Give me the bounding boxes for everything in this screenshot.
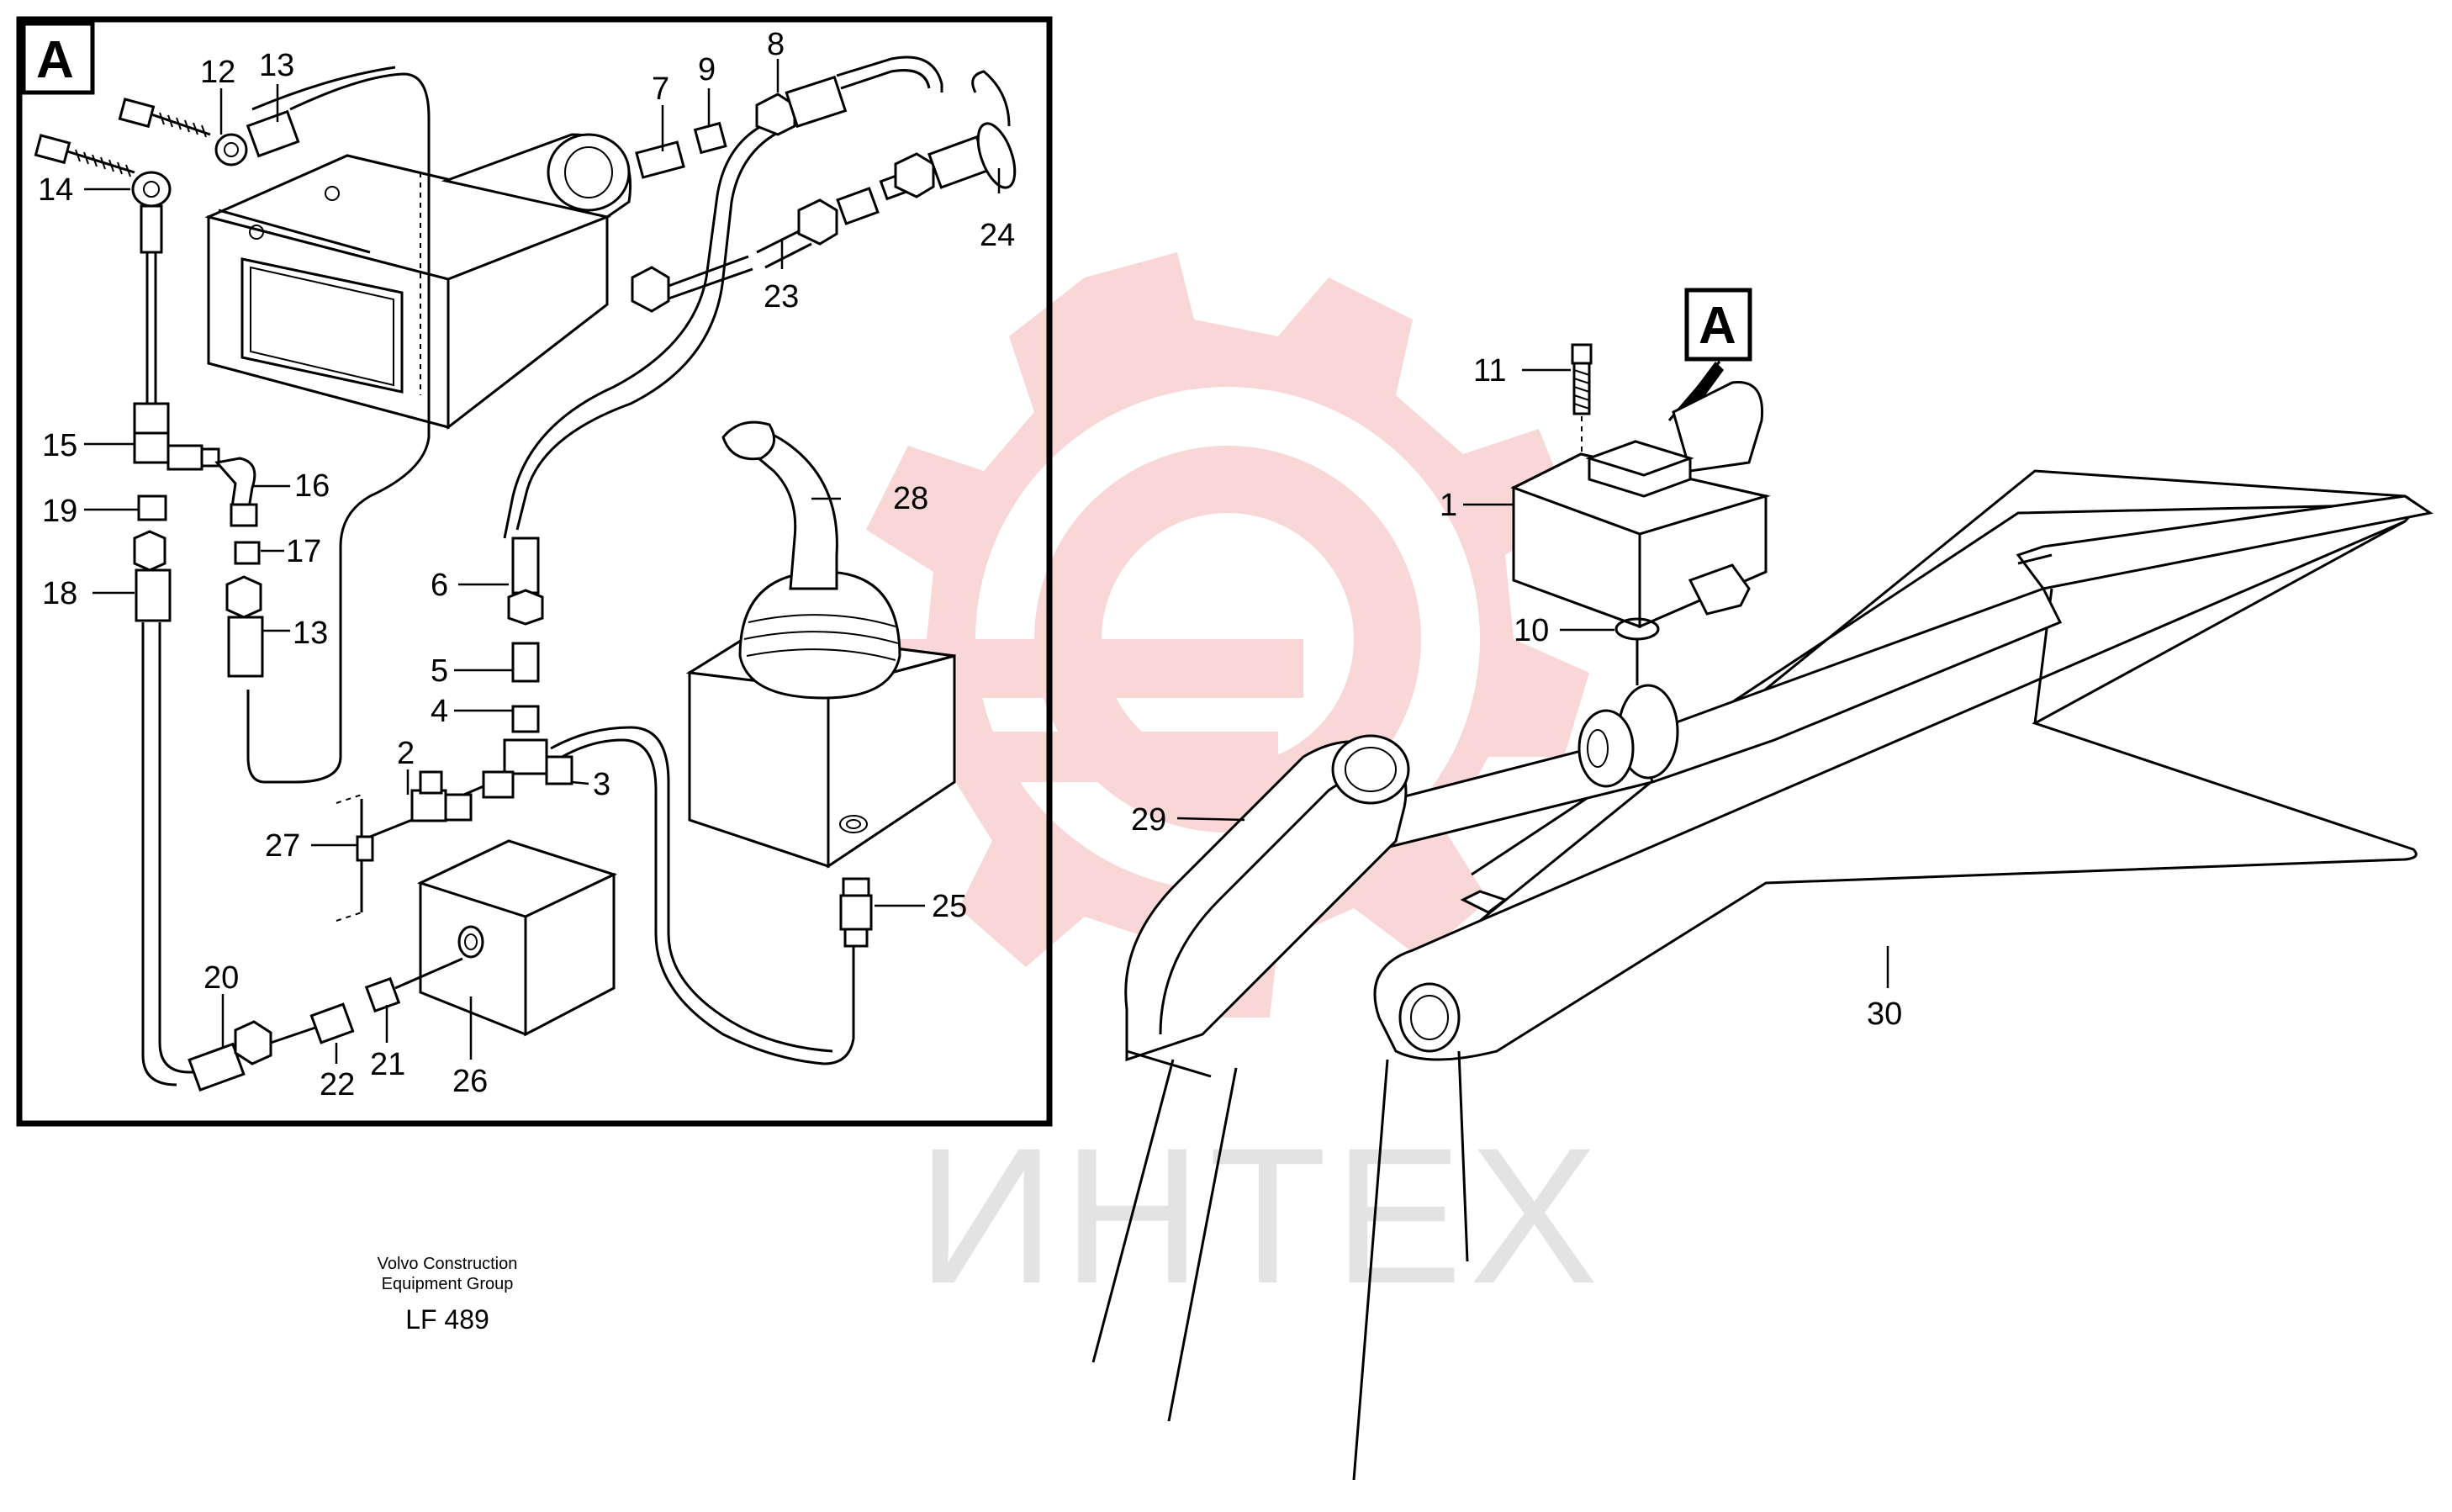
bolt-12 xyxy=(118,98,248,167)
detail-a-label-box xyxy=(21,21,95,95)
fittings-7-9-8 xyxy=(635,75,848,179)
hose-end-13 xyxy=(225,575,264,678)
bolt-14 xyxy=(34,134,172,254)
boom-cylinder xyxy=(1360,587,2063,851)
tee-2 xyxy=(410,770,473,822)
caption-code: LF 489 xyxy=(405,1304,489,1335)
callout-2: 2 xyxy=(397,736,415,771)
callout-17: 17 xyxy=(286,534,321,569)
hose-left-long xyxy=(158,622,206,1074)
elbow-16 xyxy=(214,457,258,527)
callout-26: 26 xyxy=(452,1064,488,1099)
callout-8: 8 xyxy=(767,27,785,62)
boom-30 xyxy=(1352,469,2434,1481)
arm-29 xyxy=(1091,734,1410,1422)
callout-25: 25 xyxy=(932,889,967,924)
callout-13-lower: 13 xyxy=(293,616,328,651)
callout-23: 23 xyxy=(764,279,799,315)
hose-upper-loop xyxy=(246,72,431,784)
callout-29: 29 xyxy=(1131,802,1166,838)
connection-block-26 xyxy=(416,839,618,1037)
hose-end-6 xyxy=(507,537,544,626)
callout-15: 15 xyxy=(42,428,77,463)
callout-20: 20 xyxy=(203,960,239,996)
callout-16: 16 xyxy=(294,468,330,504)
callout-7: 7 xyxy=(652,71,669,107)
detail-a-frame xyxy=(16,16,1053,1127)
fittings-23-24 xyxy=(756,70,1017,269)
callout-10: 10 xyxy=(1514,613,1549,648)
callout-labels: 12 13 14 7 9 8 24 23 15 16 19 17 18 13 2… xyxy=(38,27,1902,1102)
callout-22: 22 xyxy=(320,1067,355,1102)
leader-lines xyxy=(84,59,1889,1064)
fitting-25 xyxy=(839,877,873,948)
fittings-20-22-21 xyxy=(188,957,463,1092)
pointer-a-label: A xyxy=(1699,297,1736,355)
callout-18: 18 xyxy=(42,576,77,611)
nut-17 xyxy=(234,541,261,565)
pointer-a-box xyxy=(1684,288,1752,362)
joystick-28 xyxy=(685,420,956,869)
callout-24: 24 xyxy=(980,218,1015,253)
callout-19: 19 xyxy=(42,494,77,529)
tee-15 xyxy=(133,402,220,471)
caption-block: Volvo Construction Equipment Group LF 48… xyxy=(378,1255,518,1335)
callout-9: 9 xyxy=(698,52,716,87)
caption-group: Equipment Group xyxy=(382,1275,514,1293)
callout-13-top: 13 xyxy=(259,48,294,83)
tee-3 xyxy=(482,738,573,799)
caption-company: Volvo Construction xyxy=(378,1255,518,1273)
hose-right-loop xyxy=(836,56,943,93)
callout-3: 3 xyxy=(593,767,610,802)
callout-12: 12 xyxy=(200,55,235,90)
hose-lower-loop xyxy=(554,738,855,1065)
watermark-text: ИНТЕХ xyxy=(917,1108,1605,1324)
bolt-11 xyxy=(1571,343,1593,505)
callout-4: 4 xyxy=(431,694,448,729)
callout-5: 5 xyxy=(431,653,448,689)
detail-a-label: A xyxy=(36,31,74,89)
control-valve-block xyxy=(204,133,631,431)
nipple-5 xyxy=(511,642,540,683)
nut-19 xyxy=(137,494,167,521)
valve-unit-1 xyxy=(1510,381,1771,629)
hose-end-18 xyxy=(133,530,172,622)
callout-27: 27 xyxy=(265,828,300,864)
callout-6: 6 xyxy=(431,568,448,603)
callout-14: 14 xyxy=(38,172,73,208)
hose-center-loop xyxy=(515,129,783,531)
callout-21: 21 xyxy=(370,1047,405,1082)
callout-1: 1 xyxy=(1440,488,1457,523)
callout-30: 30 xyxy=(1867,997,1902,1032)
nut-4 xyxy=(511,705,540,733)
callout-11: 11 xyxy=(1473,353,1506,389)
callout-28: 28 xyxy=(893,481,928,516)
